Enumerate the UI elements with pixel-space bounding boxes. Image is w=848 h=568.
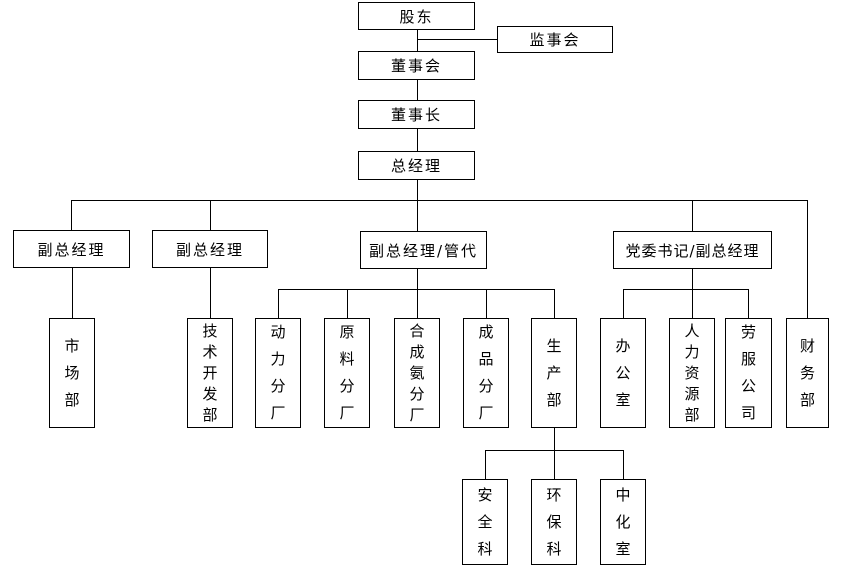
org-node-supervisory-board: 监事会	[497, 26, 613, 53]
org-node-finance-dept-label: 财务部	[799, 336, 815, 409]
line-to-supervisory-board	[417, 39, 497, 40]
org-node-marketing-dept: 市场部	[49, 318, 95, 428]
org-node-power-branch-label: 动力分厂	[270, 323, 286, 422]
line-board-to-chairman	[417, 80, 418, 100]
org-node-raw-material-branch: 原料分厂	[324, 318, 370, 428]
org-node-supervisory-board-label: 监事会	[529, 31, 581, 49]
org-node-general-manager-label: 总经理	[390, 157, 442, 175]
line-drop-finance-dept	[807, 200, 808, 318]
org-node-deputy-gm-mgmt-rep: 副总经理/管代	[360, 231, 487, 269]
org-node-deputy-gm-mgmt-rep-label: 副总经理/管代	[368, 241, 479, 260]
org-node-central-lab: 中化室	[600, 479, 646, 565]
line-drop-raw-material-branch	[347, 289, 348, 318]
org-node-marketing-dept-label: 市场部	[64, 336, 80, 409]
line-drop-env-protection	[554, 450, 555, 479]
org-node-env-protection-section-label: 环保科	[546, 485, 562, 558]
org-node-office: 办公室	[600, 318, 646, 428]
org-node-hr-dept: 人力资源部	[669, 318, 715, 428]
line-chairman-to-gm	[417, 129, 418, 151]
line-drop-labor-service	[748, 289, 749, 318]
line-drop-deputy-gm-1	[71, 200, 72, 230]
org-node-deputy-gm-1-label: 副总经理	[37, 240, 106, 259]
org-node-office-label: 办公室	[615, 336, 631, 409]
org-node-labor-service-company: 劳服公司	[725, 318, 772, 428]
org-node-tech-dev-dept: 技术开发部	[187, 318, 233, 428]
line-mgmt-rep-trunk	[417, 269, 418, 318]
org-node-deputy-gm-2: 副总经理	[152, 230, 268, 268]
org-node-deputy-gm-1: 副总经理	[13, 230, 130, 268]
org-node-central-lab-label: 中化室	[615, 485, 631, 558]
org-node-safety-section: 安全科	[462, 479, 508, 565]
org-node-hr-dept-label: 人力资源部	[684, 321, 700, 424]
org-node-chairman: 董事长	[358, 100, 475, 129]
line-drop-central-lab	[623, 450, 624, 479]
line-drop-party-secretary	[692, 200, 693, 231]
org-node-shareholders: 股东	[358, 2, 475, 30]
org-node-party-secretary-deputy-gm: 党委书记/副总经理	[613, 231, 772, 269]
org-node-deputy-gm-2-label: 副总经理	[175, 240, 244, 259]
org-node-safety-section-label: 安全科	[477, 485, 493, 558]
org-node-production-dept-label: 生产部	[546, 336, 562, 409]
line-drop-safety-section	[485, 450, 486, 479]
org-node-finished-product-branch-label: 成品分厂	[478, 323, 494, 422]
org-node-general-manager: 总经理	[358, 151, 475, 180]
line-shareholders-to-board	[417, 30, 418, 51]
org-node-env-protection-section: 环保科	[531, 479, 577, 565]
org-node-power-branch: 动力分厂	[255, 318, 301, 428]
line-drop-finished-product-branch	[486, 289, 487, 318]
line-production-dept-down	[554, 428, 555, 450]
org-node-ammonia-branch-label: 合成氨分厂	[409, 321, 425, 424]
line-party-secretary-trunk	[692, 269, 693, 318]
line-party-group-horizontal	[623, 289, 749, 290]
line-drop-power-branch	[278, 289, 279, 318]
org-node-finance-dept: 财务部	[786, 318, 829, 428]
line-production-group-horizontal	[278, 289, 555, 290]
org-node-party-secretary-deputy-gm-label: 党委书记/副总经理	[625, 241, 760, 260]
org-node-shareholders-label: 股东	[399, 7, 434, 26]
org-node-board-of-directors-label: 董事会	[390, 57, 442, 75]
org-node-raw-material-branch-label: 原料分厂	[339, 323, 355, 422]
line-drop-deputy-gm-2	[210, 200, 211, 230]
line-deputy-gm-2-to-tech-dev	[210, 268, 211, 318]
org-node-ammonia-branch: 合成氨分厂	[394, 318, 440, 428]
org-node-board-of-directors: 董事会	[358, 51, 475, 80]
line-main-horizontal	[71, 200, 808, 201]
line-drop-production-dept	[554, 289, 555, 318]
org-node-chairman-label: 董事长	[390, 106, 442, 124]
line-deputy-gm-1-to-marketing	[72, 268, 73, 318]
org-node-labor-service-company-label: 劳服公司	[740, 323, 756, 422]
org-node-finished-product-branch: 成品分厂	[463, 318, 509, 428]
org-node-production-dept: 生产部	[531, 318, 577, 428]
line-drop-office	[623, 289, 624, 318]
org-node-tech-dev-dept-label: 技术开发部	[202, 321, 218, 424]
line-gm-trunk	[417, 180, 418, 231]
